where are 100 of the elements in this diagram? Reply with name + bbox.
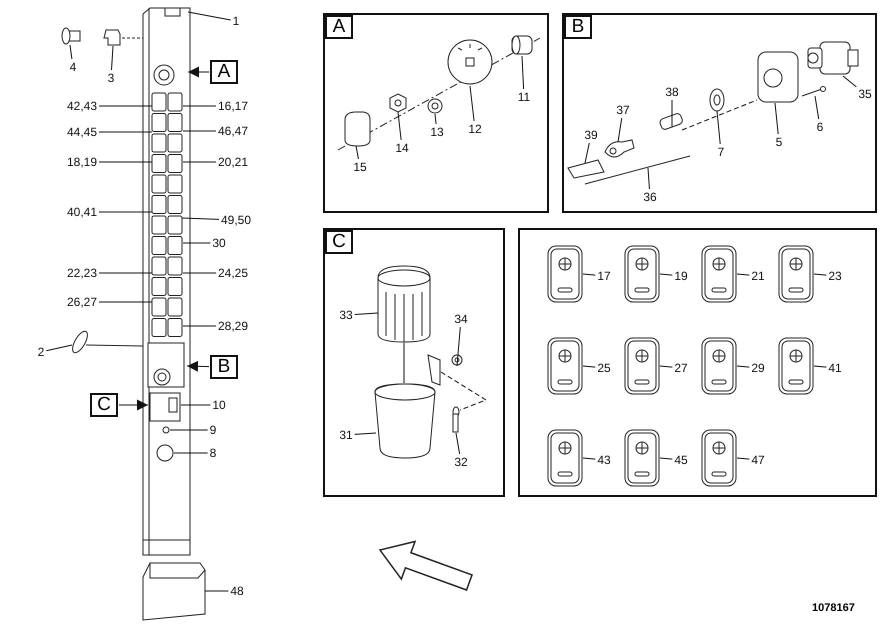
view-label: C [90, 393, 118, 417]
arrow [118, 400, 148, 410]
callout-number: 36 [642, 190, 658, 204]
callout-number: 32 [453, 455, 469, 469]
leader-line [582, 274, 596, 276]
arrow [186, 360, 210, 372]
callout-number: 41 [827, 361, 843, 375]
drawing-number: 1078167 [812, 602, 855, 614]
dial-drawing [448, 40, 492, 84]
callout-number: 15 [352, 160, 368, 174]
callout-number: 31 [338, 428, 354, 442]
leader-line [354, 432, 376, 435]
callout-number: 11 [516, 90, 532, 104]
callout-number: 27 [673, 361, 689, 375]
detail-panel [562, 13, 877, 213]
leader-line [98, 272, 152, 274]
leader-line [182, 272, 216, 274]
leader-line [814, 366, 827, 368]
rocker-switch-drawing [702, 338, 736, 394]
leader-line [398, 112, 402, 140]
key-tag-drawing [567, 159, 605, 179]
column-drawing [142, 8, 190, 556]
leader-line [660, 274, 673, 276]
leader-line [774, 102, 779, 134]
callout-number: 9 [208, 423, 218, 437]
leader-line [182, 242, 211, 244]
callout-number: 4 [68, 60, 78, 74]
leader-line [842, 76, 857, 88]
callout-number: 45 [673, 453, 689, 467]
washer-drawing [428, 98, 442, 114]
callout-number: 24,25 [216, 266, 250, 280]
callout-number: 35 [857, 87, 873, 101]
leader-line [46, 344, 72, 352]
leader-line [456, 432, 460, 454]
callout-number: 28,29 [216, 319, 250, 333]
rocker-switch-drawing [624, 430, 660, 486]
leader-line [470, 86, 475, 122]
leader-line [814, 96, 820, 120]
leader-line [180, 404, 211, 406]
callout-number: 25 [596, 361, 612, 375]
callout-number: 30 [211, 236, 227, 250]
leader-line [456, 326, 461, 366]
assembly-line [440, 372, 488, 410]
detail-panel [323, 13, 549, 213]
callout-number: 43 [596, 453, 612, 467]
callout-number: 12 [467, 122, 483, 136]
callout-number: 16,17 [216, 99, 250, 113]
leader-line [648, 168, 650, 190]
clip-drawing [103, 30, 144, 46]
callout-number: 20,21 [216, 155, 250, 169]
rocker-switch-drawing [548, 430, 582, 486]
leader-line [582, 458, 596, 460]
leader-line [182, 130, 216, 132]
nut-drawing [390, 93, 406, 113]
leader-line [716, 110, 721, 144]
rocker-switch-drawing [778, 246, 814, 302]
callout-number: 8 [208, 446, 218, 460]
callout-number: 13 [429, 125, 445, 139]
plug-drawing [658, 112, 684, 131]
lock-cylinder-drawing [808, 42, 858, 74]
leader-line [188, 12, 232, 20]
callout-number: 48 [229, 584, 245, 598]
callout-number: 3 [106, 71, 116, 85]
view-label: A [210, 60, 238, 84]
view-label: B [564, 15, 592, 39]
callout-number: 33 [338, 308, 354, 322]
rocker-switch-drawing [624, 338, 660, 394]
callout-number: 44,45 [66, 125, 98, 139]
callout-number: 18,19 [66, 155, 98, 169]
assembly-line [682, 100, 758, 130]
view-label: B [210, 355, 238, 379]
arrow [188, 66, 210, 78]
bracket-line [584, 156, 690, 184]
leader-line [354, 312, 378, 315]
callout-number: 39 [583, 128, 599, 142]
callout-number: 47 [750, 453, 766, 467]
knob-drawing [512, 36, 532, 54]
key-drawing [604, 140, 634, 158]
bolt-drawing [452, 406, 460, 432]
callout-number: 46,47 [216, 124, 250, 138]
callout-number: 37 [615, 103, 631, 117]
rocker-switch-drawing [548, 246, 582, 302]
leader-line [736, 274, 750, 276]
callout-number: 26,27 [66, 295, 98, 309]
knob-drawing [62, 28, 80, 44]
grommet-drawing [710, 88, 724, 112]
callout-number: 22,23 [66, 266, 98, 280]
cup-holder-drawing [374, 354, 440, 458]
leader-line [174, 452, 208, 454]
callout-number: 19 [673, 269, 689, 283]
detail-panel [323, 228, 505, 497]
callout-number: 7 [716, 145, 726, 159]
bezel-drawing [758, 52, 798, 102]
callout-number: 38 [664, 85, 680, 99]
screw-drawing [802, 86, 826, 96]
callout-number: 21 [750, 269, 766, 283]
leader-line [522, 56, 524, 90]
cover-drawing [72, 330, 144, 354]
cap-drawing [344, 112, 370, 146]
callout-number: 14 [394, 141, 410, 155]
